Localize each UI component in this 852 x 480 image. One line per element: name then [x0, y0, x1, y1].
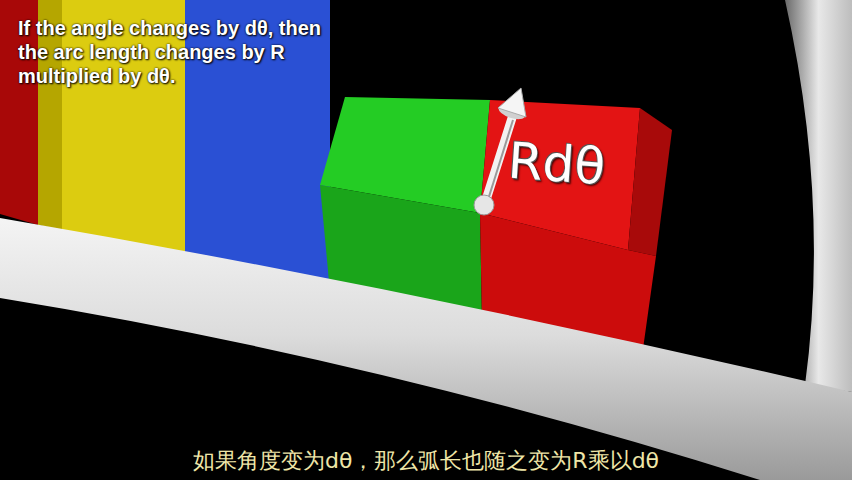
arc-length-label: Rdθ — [506, 131, 607, 198]
white-rod — [0, 218, 852, 480]
red-block-side — [628, 108, 672, 256]
subtitle-english: If the angle changes by dθ, then the arc… — [18, 16, 348, 88]
subtitle-chinese: 如果角度变为dθ，那么弧长也随之变为R乘以dθ — [0, 446, 852, 476]
ring-edge — [785, 0, 852, 392]
